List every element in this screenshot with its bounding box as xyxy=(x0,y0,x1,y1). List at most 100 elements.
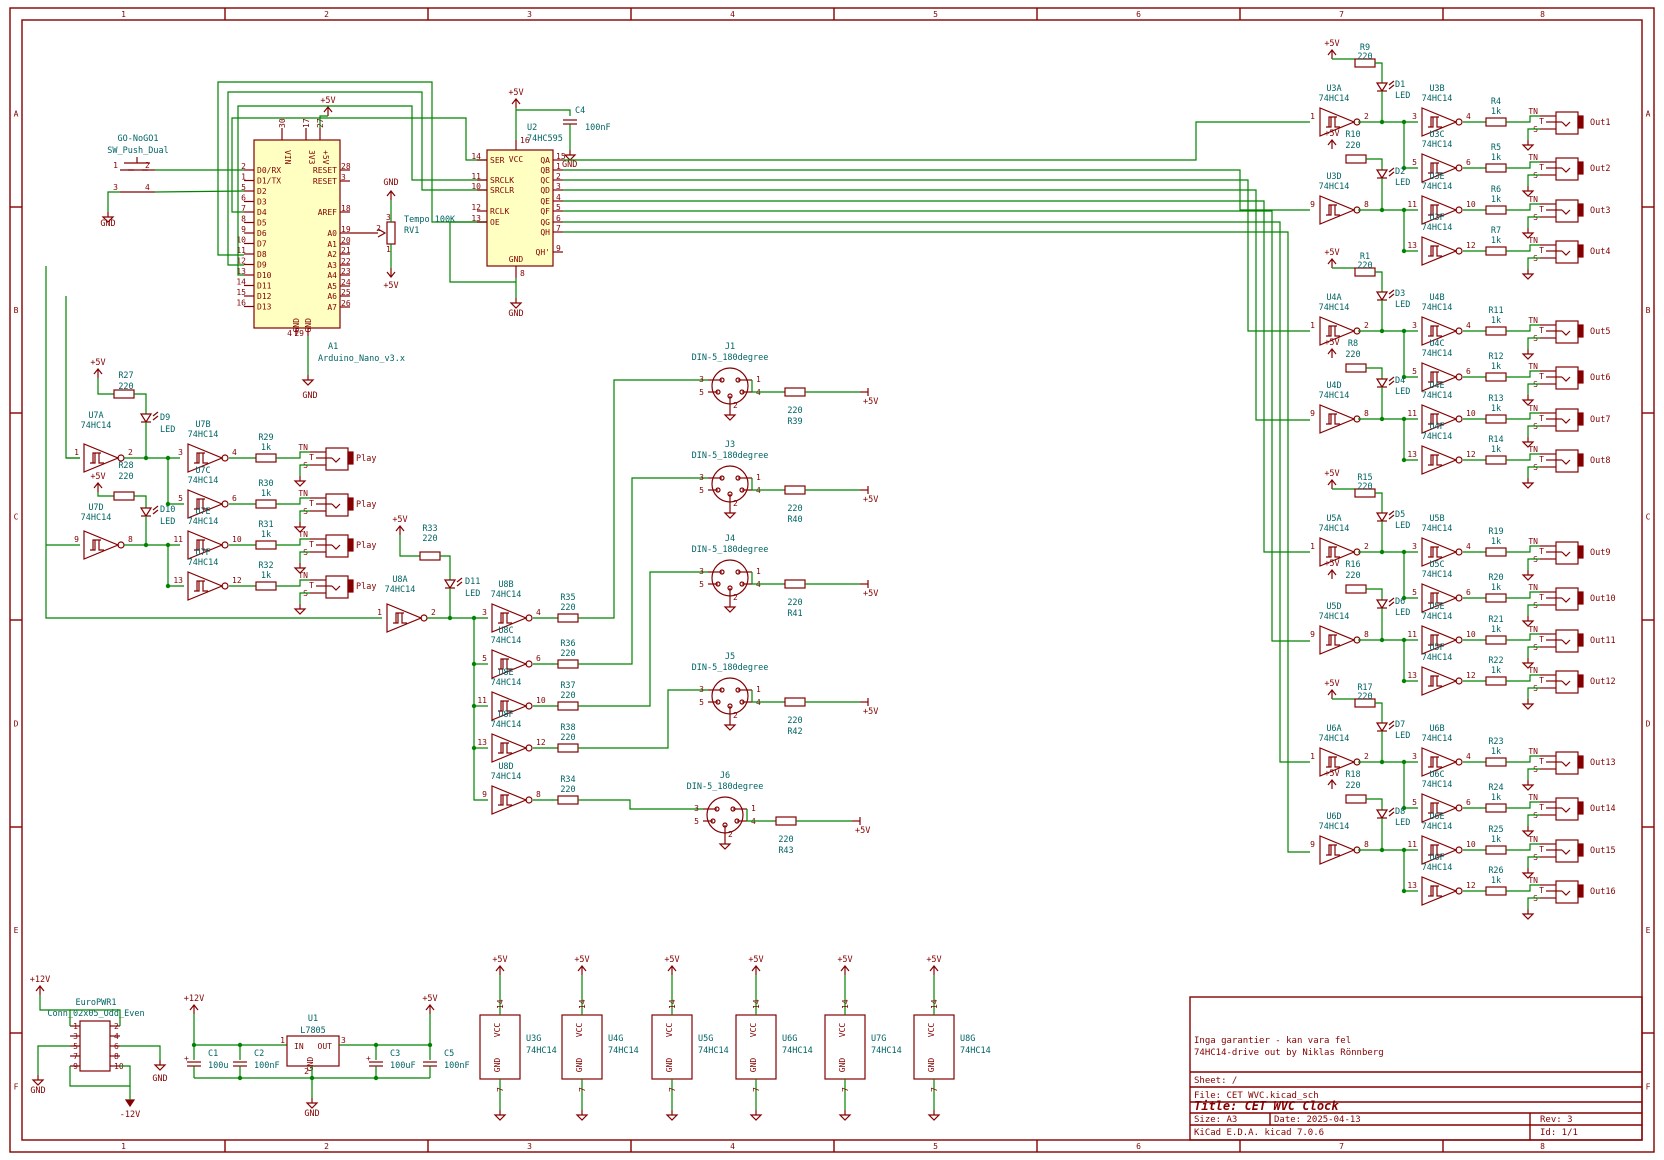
res-value: 220 xyxy=(560,649,575,659)
output-label: Out6 xyxy=(1590,373,1610,383)
cap-ref: C1 xyxy=(208,1049,218,1059)
res-value: 1k xyxy=(1491,876,1501,886)
gate-ref: U4E xyxy=(1429,381,1444,391)
pin-number: 1 xyxy=(556,162,561,171)
gate-value: 74HC14 xyxy=(1422,182,1453,192)
output-jack xyxy=(1555,366,1579,390)
pin-number: 9 xyxy=(1310,409,1315,418)
jack-tip-fill xyxy=(348,498,353,510)
inverter-bubble xyxy=(221,454,229,462)
schmitt-glyph xyxy=(1428,162,1442,174)
schmitt-glyph xyxy=(1428,844,1442,856)
regulator-l7805 xyxy=(286,1035,340,1067)
schmitt-glyph xyxy=(1428,592,1442,604)
schmitt-glyph xyxy=(90,452,104,464)
res-ref: R13 xyxy=(1488,394,1503,404)
wire xyxy=(1506,801,1540,809)
schmitt-glyph xyxy=(1428,325,1442,337)
power-label: +5V xyxy=(926,955,941,965)
led-arrows xyxy=(152,411,159,421)
jack-pin-t: T xyxy=(1539,635,1544,644)
led-ref: D5 xyxy=(1395,510,1405,520)
gate-ref: U3F xyxy=(1429,213,1444,223)
output-jack xyxy=(1555,240,1579,264)
power-label: +5V xyxy=(574,955,589,965)
pin-name: A6 xyxy=(327,292,337,301)
conn-pin: 2 xyxy=(114,1022,119,1031)
gate-ref: U6A xyxy=(1326,724,1341,734)
inverter-U6F xyxy=(1421,876,1458,906)
title-eda: KiCad E.D.A. kicad 7.0.6 xyxy=(1194,1128,1324,1138)
power-symbol xyxy=(495,965,505,972)
gnd-symbol xyxy=(1521,353,1535,360)
inverter-U4C xyxy=(1421,362,1458,392)
pin-number: 8 xyxy=(1364,630,1369,639)
inverter-U4A xyxy=(1319,316,1356,346)
pin-number: 6 xyxy=(241,194,246,203)
jack-pin-t: T xyxy=(1539,117,1544,126)
res-value: 1k xyxy=(1491,793,1501,803)
pin-number: 12 xyxy=(1466,450,1476,459)
inverter-U7A xyxy=(83,443,120,473)
gate-ref: U8F xyxy=(498,710,513,720)
din-pin-5: 5 xyxy=(699,388,704,397)
wire-qh xyxy=(563,231,1310,853)
schmitt-glyph xyxy=(1326,116,1340,128)
inverter-U5D xyxy=(1319,625,1356,655)
res-value: 220 xyxy=(787,716,802,726)
pin-number: 7 xyxy=(556,224,561,233)
wire xyxy=(1506,161,1540,169)
wire-qa xyxy=(563,121,1310,161)
gate-value: 74HC14 xyxy=(491,772,522,782)
res-value: 1k xyxy=(1491,362,1501,372)
output-jack xyxy=(1555,199,1579,223)
gnd-net-label: GND xyxy=(562,160,577,170)
jack-tip-fill xyxy=(1578,675,1583,687)
reg-value: L7805 xyxy=(300,1026,326,1036)
pin-name: D9 xyxy=(257,261,267,270)
supply-value: 74HC14 xyxy=(608,1046,639,1056)
cap-value: 100nF xyxy=(254,1061,280,1071)
resistor xyxy=(1345,154,1367,164)
junction-dot xyxy=(1379,119,1385,125)
wire xyxy=(578,689,708,749)
wire xyxy=(1366,158,1383,170)
gate-value: 74HC14 xyxy=(1422,94,1453,104)
inverter-U4D xyxy=(1319,404,1356,434)
pin-name: D6 xyxy=(257,229,267,238)
pin-number: 3 xyxy=(1412,752,1417,761)
wire xyxy=(1366,588,1383,600)
wire xyxy=(1527,646,1540,658)
supply-value: 74HC14 xyxy=(871,1046,902,1056)
res-value: 220 xyxy=(1345,350,1360,360)
resistor xyxy=(255,581,277,591)
gate-ref: U7E xyxy=(195,507,210,517)
din-ref: J1 xyxy=(725,342,735,352)
power-label: +5V xyxy=(863,495,878,505)
power-label: +5V xyxy=(1324,769,1339,779)
gate-value: 74HC14 xyxy=(1422,780,1453,790)
gate-ref: U4A xyxy=(1326,293,1341,303)
play-label: Play xyxy=(356,582,376,592)
gnd-pin-label: GND xyxy=(665,1058,674,1073)
output-jack xyxy=(1555,670,1579,694)
power-label: +5V xyxy=(1324,248,1339,258)
pin-name: D13 xyxy=(257,303,272,312)
gate-ref: U7A xyxy=(88,411,103,421)
jack-pin-t: T xyxy=(309,453,314,462)
supply-ref: U6G xyxy=(782,1034,797,1044)
play-jack xyxy=(325,493,349,517)
inverter-U7F xyxy=(187,571,224,601)
inverter-bubble xyxy=(1455,206,1463,214)
pin-name: +5V xyxy=(321,150,330,165)
cap-ref: C2 xyxy=(254,1049,264,1059)
wire xyxy=(1506,244,1540,252)
inverter-U6D xyxy=(1319,835,1356,865)
din-ref: J3 xyxy=(725,440,735,450)
arduino-nano xyxy=(253,139,341,329)
pin-number: 7 xyxy=(241,204,246,213)
resistor xyxy=(255,499,277,509)
supply-ref: U5G xyxy=(698,1034,713,1044)
res-value: 220 xyxy=(1345,781,1360,791)
pin-number: 10 xyxy=(232,535,242,544)
